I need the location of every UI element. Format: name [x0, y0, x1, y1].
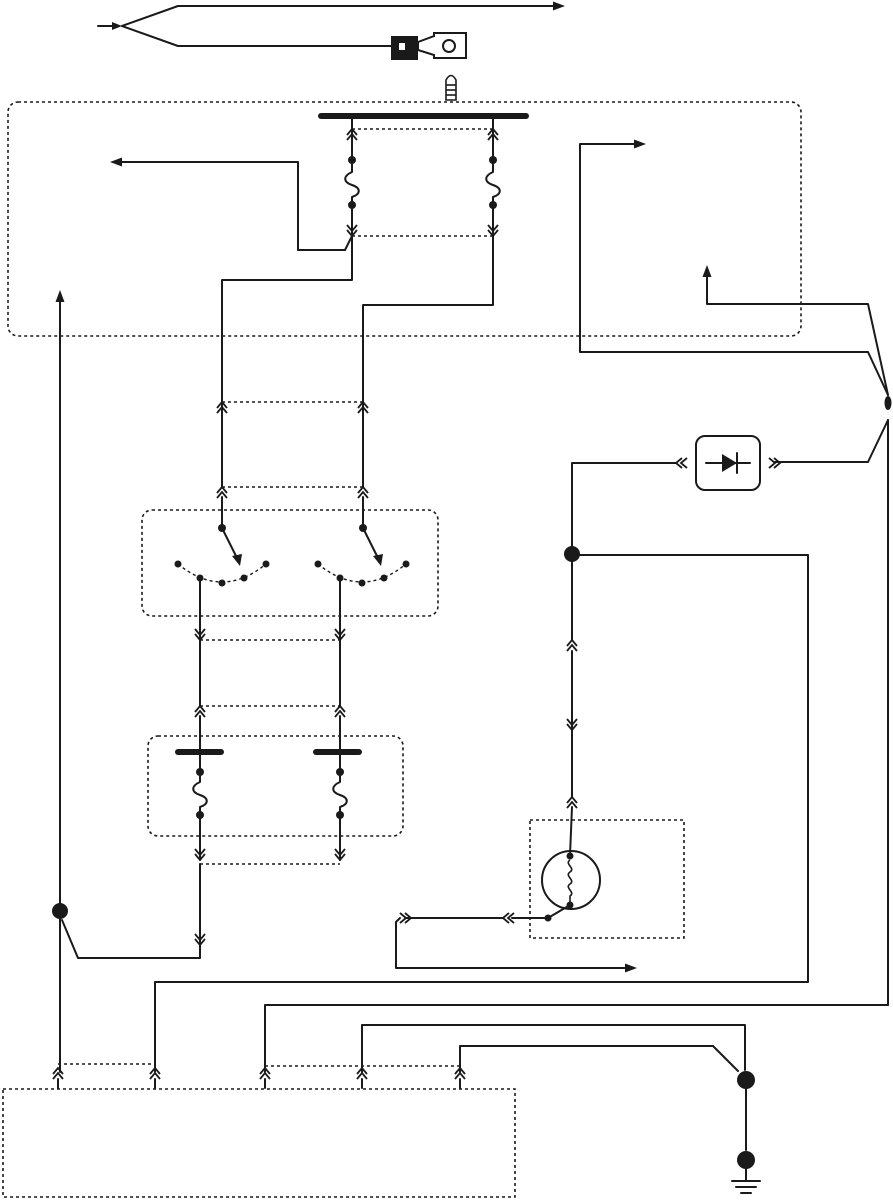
connector-bulb-upper: [566, 639, 578, 809]
switch-box: [141, 509, 439, 617]
wire-left-fuse-down: [221, 235, 353, 413]
wire-right-edge-down: [264, 1004, 889, 1073]
wire-right-fuse-down: [362, 235, 494, 413]
fuse-right-lower: [332, 715, 348, 861]
connector-upper: [216, 401, 369, 499]
wire-diode-left: [571, 462, 677, 554]
wire-ground-b: [459, 1045, 739, 1073]
connector-module: [52, 1063, 466, 1089]
wire-fuse-to-left: [119, 161, 346, 251]
wire-bulb-return: [395, 917, 627, 969]
wire-ground-a: [361, 1024, 746, 1073]
control-module-box: [2, 1088, 516, 1198]
terminal-bolt-icon: [445, 74, 457, 101]
fuse-right-top: [485, 115, 501, 237]
fuse-icon: [344, 163, 360, 205]
ground-icon: [731, 1168, 761, 1194]
battery-terminal-icon: [391, 32, 467, 60]
splice-icon: [737, 1071, 755, 1089]
splice-icon: [52, 903, 68, 919]
connector-middle: [194, 628, 346, 718]
bulb-icon: [541, 806, 601, 922]
fuse-icon: [485, 163, 501, 205]
relay-contact-icon: [314, 496, 410, 587]
battery-lead: [97, 1, 565, 47]
fuse-left-top: [344, 115, 493, 237]
wire-lower-fuse-to-splice: [61, 919, 201, 959]
fuse-box-top: [7, 101, 802, 337]
fuse-left-lower: [192, 715, 208, 861]
fuse-icon: [192, 775, 208, 813]
splice-icon: [737, 1151, 755, 1169]
fuse-icon: [332, 775, 348, 813]
diode-icon: [695, 435, 761, 491]
splice-icon: [564, 546, 580, 562]
wire-diode-right: [774, 419, 889, 463]
wire-right-lower: [706, 274, 889, 396]
bulb-box: [529, 819, 685, 939]
relay-contact-icon: [174, 496, 270, 587]
splice-icon: [884, 396, 892, 410]
wire-right-upper: [579, 143, 889, 396]
fuse-box-lower: [147, 735, 404, 837]
wire-splice-right: [154, 554, 809, 1073]
